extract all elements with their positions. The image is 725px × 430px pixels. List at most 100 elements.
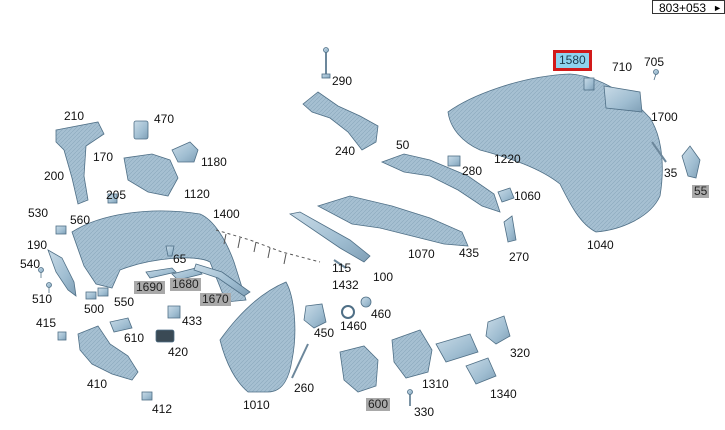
label-450[interactable]: 450 — [314, 326, 335, 340]
label-433[interactable]: 433 — [182, 314, 203, 328]
part-1310-duct — [391, 329, 433, 379]
label-1700[interactable]: 1700 — [651, 110, 678, 124]
label-205[interactable]: 205 — [106, 188, 127, 202]
label-460[interactable]: 460 — [371, 307, 392, 321]
part-260-rod — [291, 343, 309, 379]
label-170[interactable]: 170 — [93, 150, 114, 164]
part-1010-cover — [219, 281, 296, 393]
label-560[interactable]: 560 — [70, 213, 91, 227]
label-210[interactable]: 210 — [64, 109, 85, 123]
part-200-bracket — [55, 121, 105, 205]
label-540[interactable]: 540 — [20, 257, 41, 271]
part-55-flap — [681, 145, 701, 179]
part-1690-trim — [145, 267, 177, 279]
part-1180-bracket — [171, 141, 199, 163]
part-50-frame — [380, 153, 501, 213]
label-115[interactable]: 115 — [332, 261, 352, 275]
next-arrow-icon[interactable]: ► — [713, 3, 722, 13]
label-415[interactable]: 415 — [36, 316, 57, 330]
label-55[interactable]: 55 — [692, 184, 710, 198]
label-500[interactable]: 500 — [84, 302, 105, 316]
label-705[interactable]: 705 — [644, 55, 665, 69]
part-pipe — [435, 333, 479, 363]
part-470-clip — [133, 120, 149, 140]
label-330[interactable]: 330 — [414, 405, 435, 419]
part-65-clip — [165, 245, 175, 257]
label-1040[interactable]: 1040 — [587, 238, 614, 252]
label-100[interactable]: 100 — [373, 270, 394, 284]
part-540-screw — [38, 267, 44, 278]
part-415-clip — [57, 331, 67, 341]
label-290[interactable]: 290 — [332, 74, 353, 88]
label-510[interactable]: 510 — [32, 292, 53, 306]
part-550-clip — [97, 287, 109, 297]
part-190-strip — [47, 249, 77, 297]
label-1060[interactable]: 1060 — [514, 189, 541, 203]
part-290-bolt — [321, 47, 331, 79]
label-1340[interactable]: 1340 — [490, 387, 517, 401]
label-420[interactable]: 420 — [168, 345, 189, 359]
label-280[interactable]: 280 — [462, 164, 483, 178]
label-240[interactable]: 240 — [335, 144, 356, 158]
part-412-clip — [141, 391, 153, 401]
label-1432[interactable]: 1432 — [332, 278, 359, 292]
label-710[interactable]: 710 — [612, 60, 633, 74]
part-270-bracket — [503, 215, 517, 243]
part-433-clip — [167, 305, 181, 319]
label-65[interactable]: 65 — [173, 252, 187, 266]
part-1670-trim — [193, 263, 251, 297]
label-1580-highlighted[interactable]: 1580 — [553, 50, 592, 71]
part-1460-ring — [341, 305, 355, 319]
label-320[interactable]: 320 — [510, 346, 531, 360]
page-reference[interactable]: 803+053 ► — [652, 0, 725, 15]
part-240-bracket — [302, 91, 379, 151]
part-1040-rear-bumper — [447, 73, 663, 233]
label-1180[interactable]: 1180 — [201, 155, 227, 169]
label-1310[interactable]: 1310 — [422, 377, 449, 391]
page-reference-text: 803+053 — [659, 1, 707, 15]
label-1460[interactable]: 1460 — [340, 319, 367, 333]
part-610-bracket — [109, 317, 133, 333]
label-610[interactable]: 610 — [124, 331, 145, 345]
label-600[interactable]: 600 — [366, 397, 391, 411]
label-412[interactable]: 412 — [152, 402, 173, 416]
label-1120[interactable]: 1120 — [184, 187, 210, 201]
label-1400[interactable]: 1400 — [213, 207, 240, 221]
label-435[interactable]: 435 — [459, 246, 480, 260]
label-1690[interactable]: 1690 — [134, 280, 165, 294]
label-35[interactable]: 35 — [664, 166, 678, 180]
part-280-clip — [447, 155, 461, 167]
label-270[interactable]: 270 — [509, 250, 530, 264]
part-560-clip — [55, 225, 67, 235]
part-420-sensor — [155, 329, 175, 343]
label-50[interactable]: 50 — [396, 138, 410, 152]
label-1220[interactable]: 1220 — [494, 152, 521, 166]
part-1700-plate — [603, 85, 643, 113]
part-1340-duct — [465, 357, 497, 385]
part-1432-rail — [288, 211, 371, 263]
part-1120-bracket — [123, 153, 179, 197]
label-200[interactable]: 200 — [44, 169, 65, 183]
part-left-bumper-cover — [71, 210, 247, 303]
label-1670[interactable]: 1670 — [200, 292, 231, 306]
part-1580-clip — [583, 77, 595, 91]
label-1010[interactable]: 1010 — [243, 398, 270, 412]
part-115-line — [333, 259, 347, 269]
part-460-washer — [360, 296, 372, 308]
part-450-bracket — [303, 303, 327, 329]
label-1070[interactable]: 1070 — [408, 247, 435, 261]
label-550[interactable]: 550 — [114, 295, 135, 309]
label-1680[interactable]: 1680 — [170, 277, 201, 291]
part-705-screw — [653, 69, 659, 81]
label-530[interactable]: 530 — [28, 206, 49, 220]
label-190[interactable]: 190 — [27, 238, 48, 252]
label-260[interactable]: 260 — [294, 381, 315, 395]
part-410-bracket — [77, 325, 139, 381]
part-320-ring — [485, 315, 511, 345]
part-1400-harness-ties — [223, 233, 287, 265]
part-1060-bracket — [497, 187, 515, 203]
label-470[interactable]: 470 — [154, 112, 175, 126]
part-35-rod — [651, 141, 667, 163]
label-410[interactable]: 410 — [87, 377, 108, 391]
